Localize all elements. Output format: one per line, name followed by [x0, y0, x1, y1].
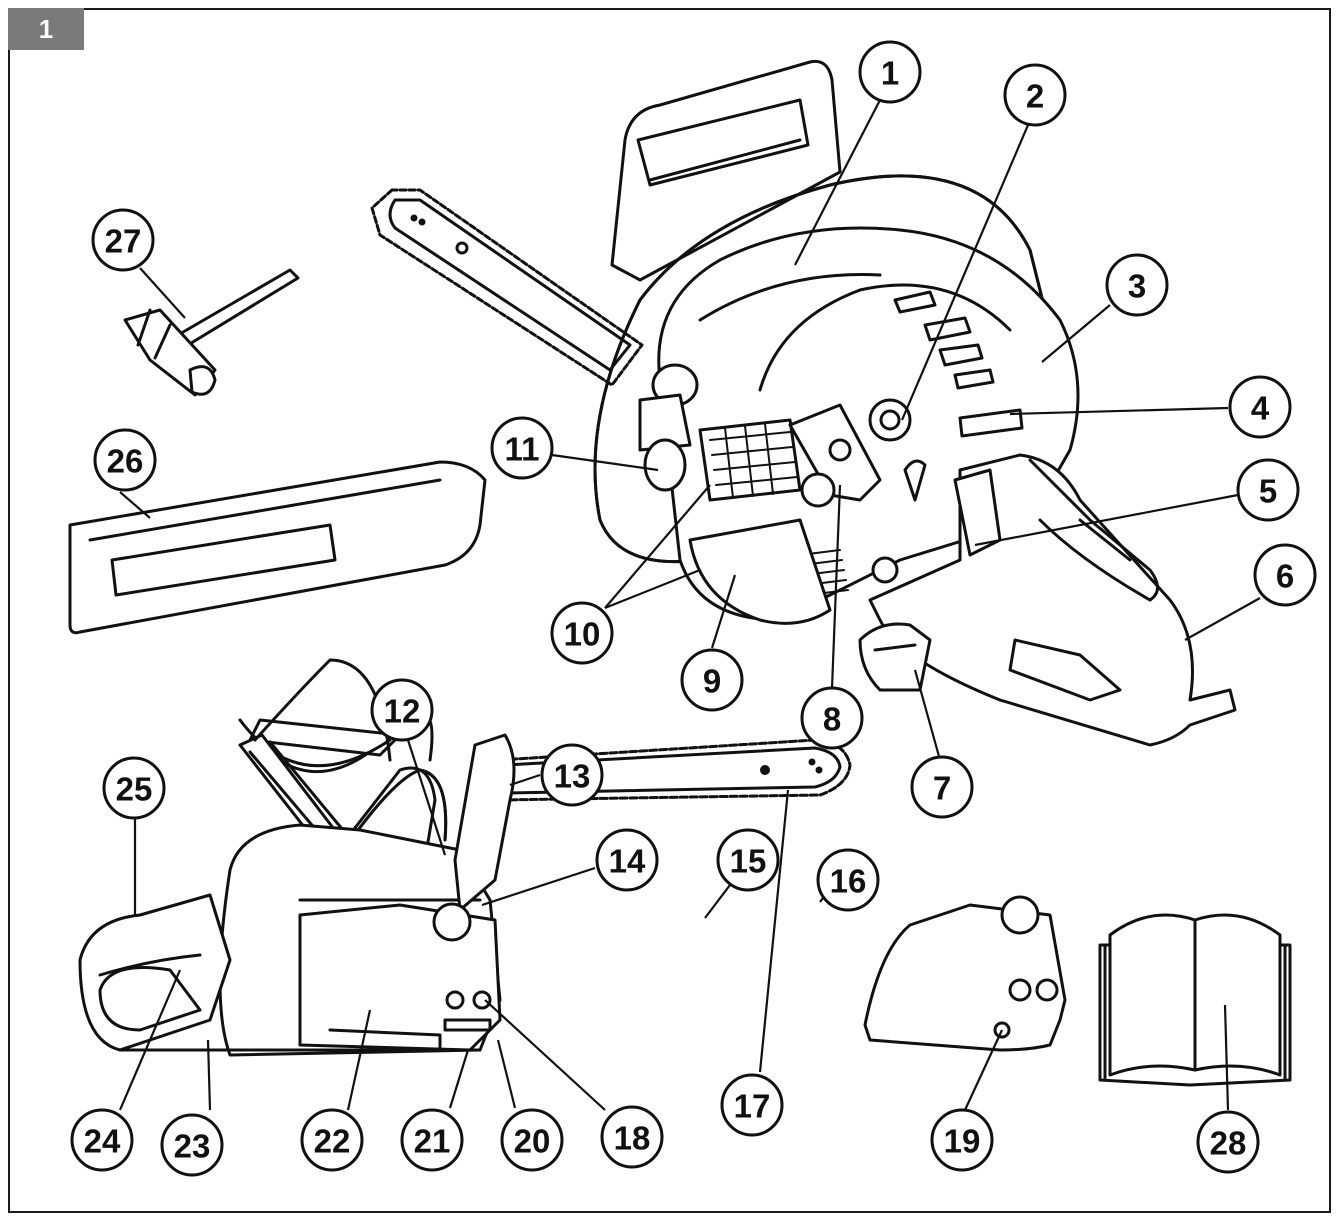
svg-text:13: 13 — [554, 758, 591, 795]
svg-text:1: 1 — [881, 55, 899, 92]
svg-text:23: 23 — [174, 1128, 211, 1165]
callout-21: 21 — [400, 1108, 464, 1172]
callout-14: 14 — [595, 828, 659, 892]
svg-text:26: 26 — [107, 443, 144, 480]
svg-text:14: 14 — [609, 843, 646, 880]
callout-1: 1 — [858, 40, 922, 104]
combination-wrench — [123, 268, 300, 397]
engine-housing-top-view — [657, 226, 1080, 625]
callout-19: 19 — [930, 1108, 994, 1172]
svg-text:21: 21 — [414, 1123, 451, 1160]
callout-12: 12 — [370, 678, 434, 742]
chainsaw-side-view — [78, 658, 852, 1057]
figure-number: 1 — [38, 13, 54, 44]
callout-8: 8 — [800, 686, 864, 750]
svg-text:16: 16 — [830, 863, 867, 900]
callout-18: 18 — [600, 1105, 664, 1169]
callout-10: 10 — [550, 601, 614, 665]
callout-25: 25 — [102, 756, 166, 820]
callout-20: 20 — [500, 1108, 564, 1172]
svg-text:22: 22 — [314, 1123, 351, 1160]
rear-handle-top-view — [858, 453, 1237, 747]
svg-text:3: 3 — [1128, 268, 1146, 305]
callout-27: 27 — [91, 208, 155, 272]
svg-text:12: 12 — [384, 693, 421, 730]
svg-text:28: 28 — [1210, 1125, 1247, 1162]
svg-text:8: 8 — [823, 701, 841, 738]
callout-2: 2 — [1003, 63, 1067, 127]
svg-text:19: 19 — [944, 1123, 981, 1160]
svg-text:25: 25 — [116, 771, 153, 808]
callouts: 1 2 3 4 5 6 7 8 9 10 11 12 13 14 15 16 1… — [70, 40, 1317, 1177]
svg-text:11: 11 — [505, 431, 540, 468]
callout-15: 15 — [716, 828, 780, 892]
callout-5: 5 — [1236, 458, 1300, 522]
bar-scabbard — [68, 460, 487, 635]
fuel-tank-cap — [643, 438, 687, 492]
svg-text:24: 24 — [84, 1123, 121, 1160]
callout-11: 11 — [490, 416, 554, 480]
callout-17: 17 — [720, 1073, 784, 1137]
callout-26: 26 — [93, 428, 157, 492]
callout-9: 9 — [680, 648, 744, 712]
svg-text:10: 10 — [564, 616, 601, 653]
callout-22: 22 — [300, 1108, 364, 1172]
callout-7: 7 — [910, 755, 974, 819]
svg-text:20: 20 — [514, 1123, 551, 1160]
callout-24: 24 — [70, 1108, 134, 1172]
svg-text:15: 15 — [730, 843, 767, 880]
callout-4: 4 — [1228, 375, 1292, 439]
chainsaw-top-view — [370, 59, 1237, 747]
svg-text:27: 27 — [105, 223, 142, 260]
operators-manual-book — [1098, 913, 1292, 1087]
svg-text:2: 2 — [1026, 78, 1044, 115]
svg-text:5: 5 — [1259, 473, 1277, 510]
svg-text:4: 4 — [1251, 390, 1270, 427]
callout-3: 3 — [1105, 253, 1169, 317]
guide-bar-top-view — [370, 188, 644, 387]
figure-number-tab: 1 — [8, 8, 84, 50]
callout-28: 28 — [1196, 1110, 1260, 1174]
svg-text:7: 7 — [933, 770, 951, 807]
svg-text:6: 6 — [1276, 558, 1294, 595]
callout-23: 23 — [160, 1113, 224, 1177]
callout-13: 13 — [540, 743, 604, 807]
svg-text:18: 18 — [614, 1120, 651, 1157]
svg-text:17: 17 — [734, 1088, 771, 1125]
callout-16: 16 — [816, 848, 880, 912]
sprocket-cover-detail — [863, 895, 1067, 1052]
front-hand-guard — [610, 59, 842, 282]
callout-6: 6 — [1253, 543, 1317, 607]
svg-text:9: 9 — [703, 663, 721, 700]
